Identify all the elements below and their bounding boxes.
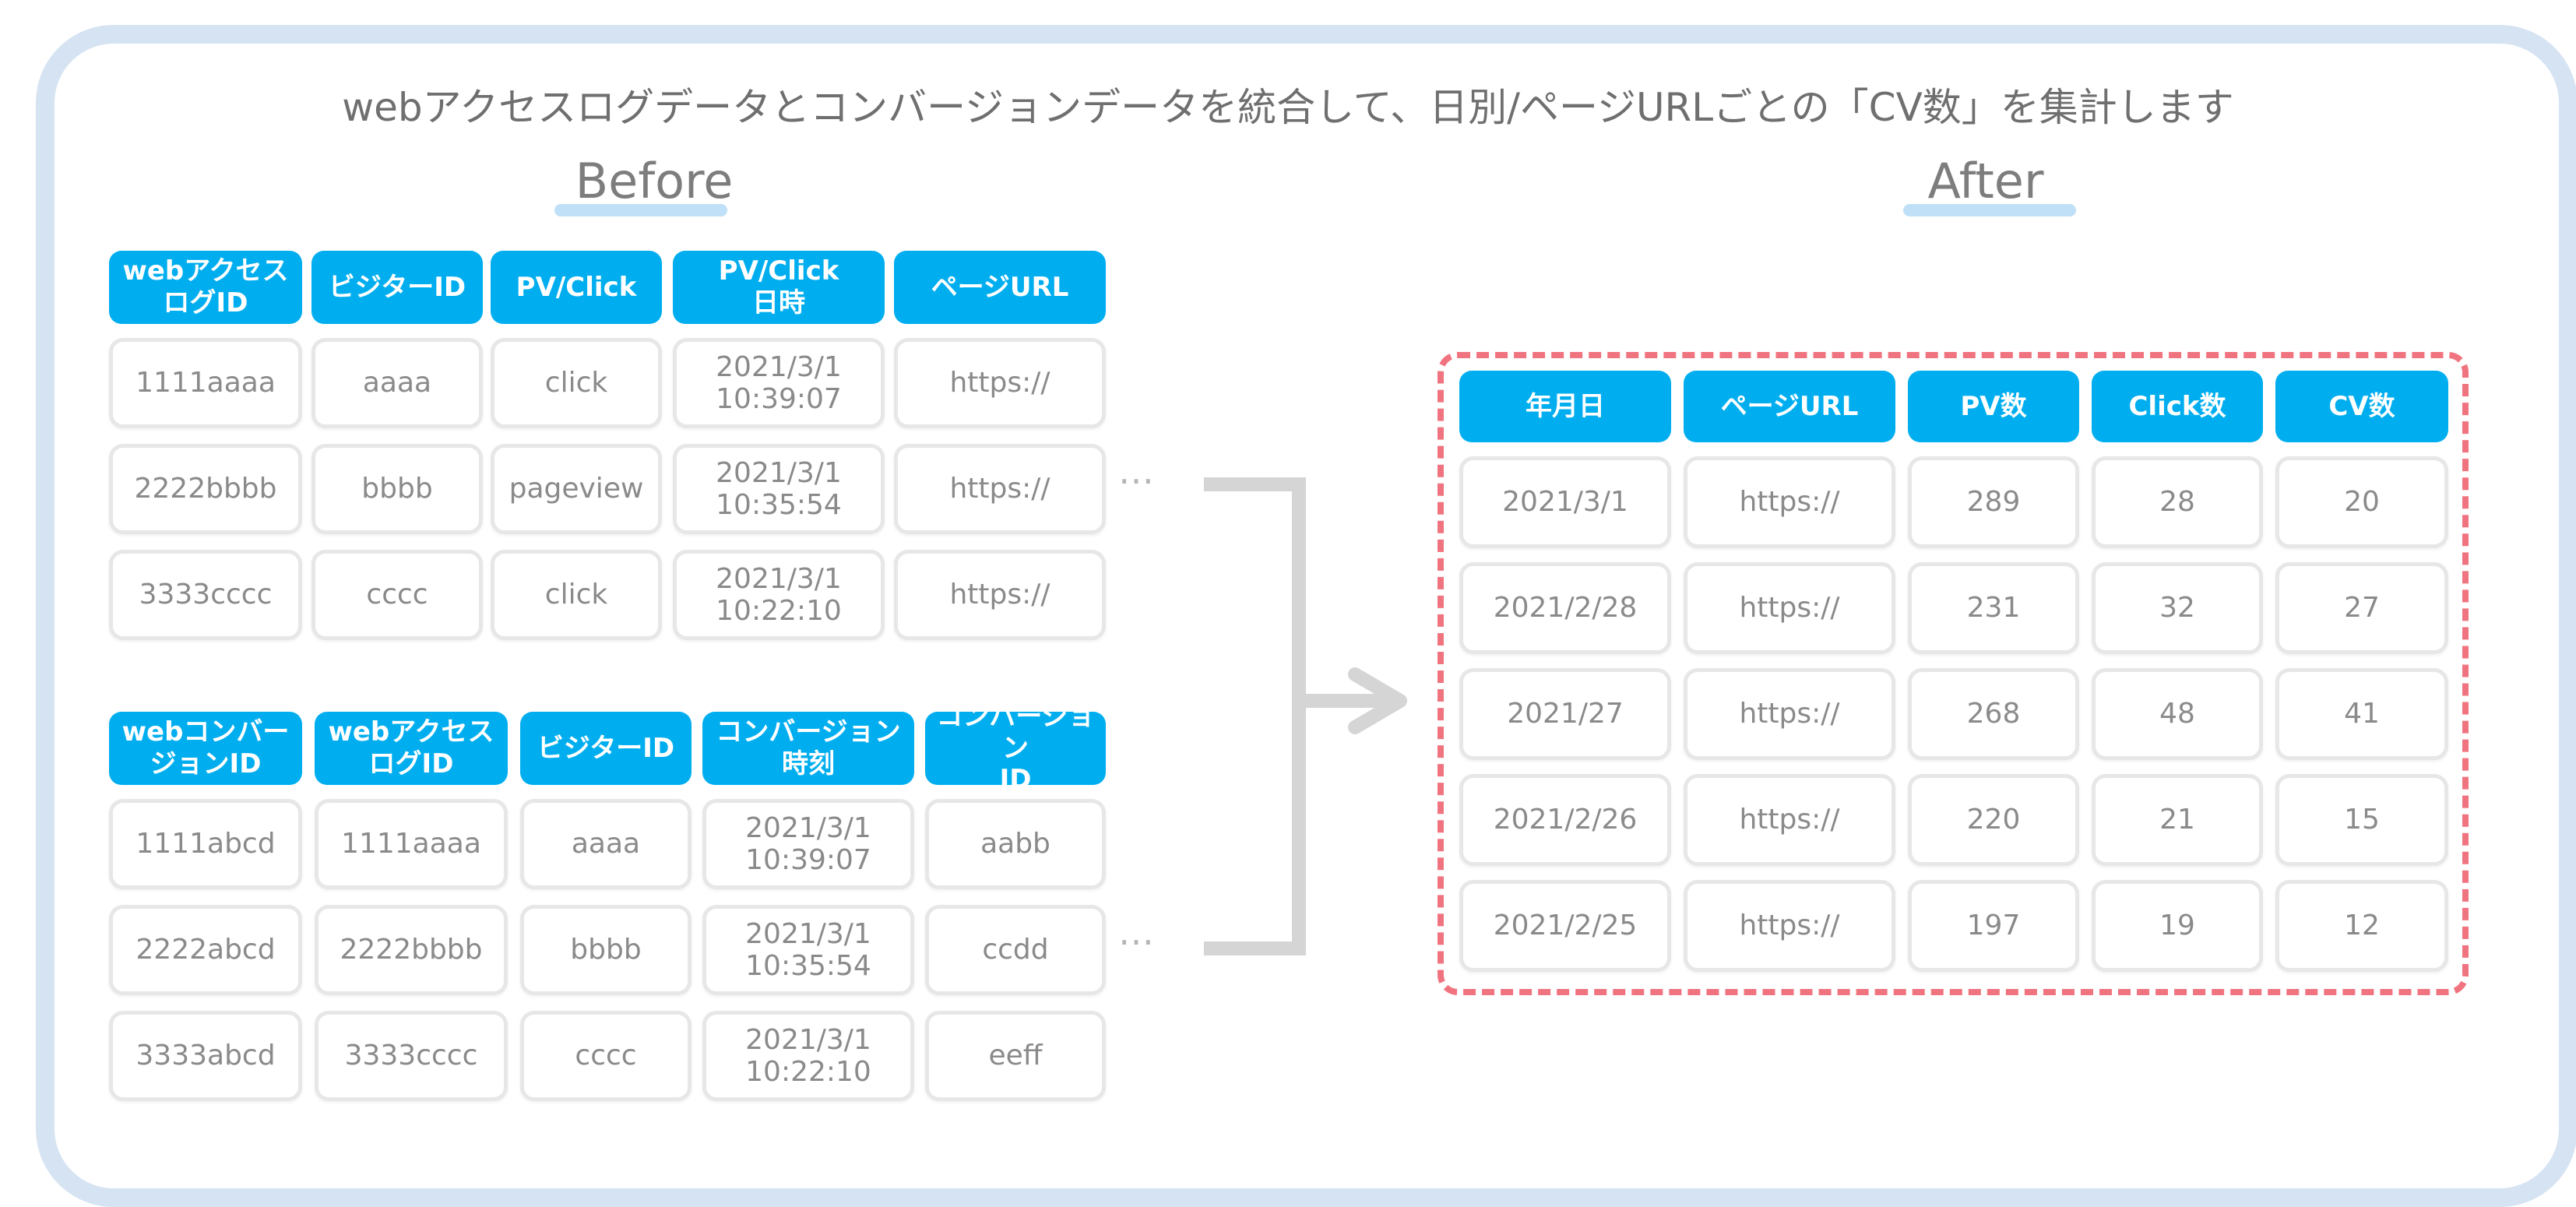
after-underline bbox=[1903, 204, 2076, 216]
table-cell: https:// bbox=[1684, 774, 1895, 866]
table-cell: 197 bbox=[1908, 880, 2079, 972]
table-cell: pageview bbox=[491, 444, 662, 534]
table-cell: 2021/3/1 bbox=[1459, 456, 1671, 548]
table-cell: cccc bbox=[311, 550, 483, 640]
column-header: コンバージョン 時刻 bbox=[702, 712, 914, 785]
table-cell: 2222bbbb bbox=[315, 905, 508, 995]
table-cell: aabb bbox=[925, 799, 1106, 889]
table-cell: 2021/2/25 bbox=[1459, 880, 1671, 972]
column-header: CV数 bbox=[2275, 371, 2448, 442]
table-cell: 28 bbox=[2092, 456, 2263, 548]
table-cell: 21 bbox=[2092, 774, 2263, 866]
table-cell: 2021/2/28 bbox=[1459, 562, 1671, 654]
table-cell: 12 bbox=[2275, 880, 2448, 972]
table-cell: 2021/3/1 10:39:07 bbox=[702, 799, 914, 889]
table-cell: 220 bbox=[1908, 774, 2079, 866]
table-cell: ccdd bbox=[925, 905, 1106, 995]
column-header: ページURL bbox=[894, 251, 1106, 324]
table-cell: 1111abcd bbox=[109, 799, 302, 889]
table-cell: bbbb bbox=[311, 444, 483, 534]
column-header: コンバージョン ID bbox=[925, 701, 1106, 795]
table-cell: https:// bbox=[1684, 562, 1895, 654]
column-header: PV/Click 日時 bbox=[673, 251, 885, 324]
page-heading: webアクセスログデータとコンバージョンデータを統合して、日別/ページURLごと… bbox=[342, 85, 2234, 130]
table-cell: aaaa bbox=[520, 799, 692, 889]
access-log-ellipsis: … bbox=[1118, 450, 1156, 492]
table-cell: https:// bbox=[894, 550, 1106, 640]
table-cell: 3333abcd bbox=[109, 1011, 302, 1101]
column-header: ビジターID bbox=[311, 251, 483, 324]
column-header: webアクセス ログID bbox=[109, 251, 302, 324]
before-underline bbox=[554, 204, 727, 216]
table-cell: aaaa bbox=[311, 338, 483, 428]
table-cell: eeff bbox=[925, 1011, 1106, 1101]
column-header: webコンバー ジョンID bbox=[109, 712, 302, 785]
arrow-right-icon bbox=[1348, 667, 1407, 734]
table-cell: 1111aaaa bbox=[315, 799, 508, 889]
table-cell: https:// bbox=[1684, 456, 1895, 548]
table-cell: 2021/3/1 10:22:10 bbox=[673, 550, 885, 640]
table-cell: 48 bbox=[2092, 668, 2263, 760]
table-cell: 27 bbox=[2275, 562, 2448, 654]
table-cell: 231 bbox=[1908, 562, 2079, 654]
table-cell: 19 bbox=[2092, 880, 2263, 972]
column-header: PV数 bbox=[1908, 371, 2079, 442]
column-header: Click数 bbox=[2092, 371, 2263, 442]
table-cell: 2021/27 bbox=[1459, 668, 1671, 760]
table-cell: 2021/3/1 10:35:54 bbox=[673, 444, 885, 534]
column-header: PV/Click bbox=[491, 251, 662, 324]
table-cell: cccc bbox=[520, 1011, 692, 1101]
table-cell: 2021/3/1 10:35:54 bbox=[702, 905, 914, 995]
table-cell: 2021/2/26 bbox=[1459, 774, 1671, 866]
table-cell: 41 bbox=[2275, 668, 2448, 760]
table-cell: https:// bbox=[894, 444, 1106, 534]
result-highlight-box bbox=[1438, 352, 2469, 995]
table-cell: 15 bbox=[2275, 774, 2448, 866]
table-cell: click bbox=[491, 550, 662, 640]
table-cell: 289 bbox=[1908, 456, 2079, 548]
table-cell: 3333cccc bbox=[315, 1011, 508, 1101]
table-cell: 20 bbox=[2275, 456, 2448, 548]
table-cell: 32 bbox=[2092, 562, 2263, 654]
table-cell: bbbb bbox=[520, 905, 692, 995]
table-cell: 2222bbbb bbox=[109, 444, 302, 534]
merge-bracket bbox=[1204, 477, 1306, 955]
table-cell: 2021/3/1 10:39:07 bbox=[673, 338, 885, 428]
table-cell: 268 bbox=[1908, 668, 2079, 760]
table-cell: https:// bbox=[1684, 880, 1895, 972]
before-label: Before bbox=[575, 153, 734, 209]
table-cell: 2021/3/1 10:22:10 bbox=[702, 1011, 914, 1101]
table-cell: click bbox=[491, 338, 662, 428]
table-cell: https:// bbox=[1684, 668, 1895, 760]
after-label: After bbox=[1927, 153, 2044, 209]
column-header: ビジターID bbox=[520, 712, 692, 785]
table-cell: 1111aaaa bbox=[109, 338, 302, 428]
table-cell: https:// bbox=[894, 338, 1106, 428]
table-cell: 3333cccc bbox=[109, 550, 302, 640]
conversion-ellipsis: … bbox=[1118, 911, 1156, 953]
table-cell: 2222abcd bbox=[109, 905, 302, 995]
column-header: webアクセス ログID bbox=[315, 712, 508, 785]
column-header: ページURL bbox=[1684, 371, 1895, 442]
column-header: 年月日 bbox=[1459, 371, 1671, 442]
